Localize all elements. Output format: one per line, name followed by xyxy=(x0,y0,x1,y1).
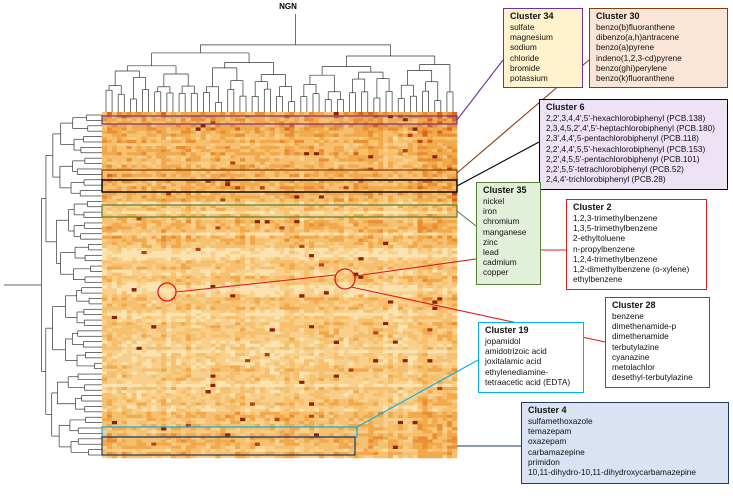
cluster-member: chromium xyxy=(483,216,520,227)
cluster-member: 2,3',4,4',5-pentachlorobiphenyl (PCB.118… xyxy=(546,133,699,144)
highlight-circle-c28 xyxy=(334,268,356,290)
cluster-member: magnesium xyxy=(510,32,553,43)
figure-title: NGN xyxy=(279,2,297,11)
cluster-member: joxitalamic acid xyxy=(485,356,542,367)
cluster-member: benzo(a)pyrene xyxy=(596,42,655,53)
cluster-title: Cluster 4 xyxy=(528,405,567,415)
cluster-title: Cluster 30 xyxy=(596,11,640,21)
cluster-member: 2,4,4'-trichlorobiphenyl (PCB.28) xyxy=(546,174,666,185)
cluster-member: jopamidol xyxy=(485,336,521,346)
cluster-member: 1,2,3-trimethylbenzene xyxy=(573,213,658,223)
row-dendrogram xyxy=(4,114,102,456)
cluster-member: benzene xyxy=(612,311,644,321)
cluster-member: dimethenamide-p xyxy=(612,321,677,332)
cluster-member: 2-ethyltoluene xyxy=(573,233,626,244)
cluster-member: 10,11-dihydro-10,11-dihydroxycarbamazepi… xyxy=(528,467,697,478)
cluster-member: benzo(k)fluoranthene xyxy=(596,73,675,84)
cluster-member: primidon xyxy=(528,456,560,467)
cluster-member: nickel xyxy=(483,196,505,206)
cluster-title: Cluster 19 xyxy=(485,325,529,335)
cluster-member: metolachlor xyxy=(612,362,655,373)
cluster-member: 2,2',4,5,5'-pentachlorobiphenyl (PCB.101… xyxy=(546,153,700,164)
cluster-title: Cluster 2 xyxy=(573,202,612,212)
cluster-member: bromide xyxy=(510,62,540,73)
cluster-title: Cluster 35 xyxy=(483,185,527,195)
cluster-member: cadmium xyxy=(483,257,517,268)
cluster-member: amidotrizoic acid xyxy=(485,346,547,357)
cluster-member: copper xyxy=(483,267,509,278)
cluster-member: 1,3,5-trimethylbenzene xyxy=(573,223,658,234)
cluster-member: 2,2',4,4',5,5'-hexachlorobiphenyl (PCB.1… xyxy=(546,143,706,154)
highlight-c4 xyxy=(101,436,356,456)
cluster-member: tetraacetic acid (EDTA) xyxy=(485,376,571,387)
heatmap xyxy=(102,112,458,459)
cluster-member: cyanazine xyxy=(612,351,650,362)
cluster-member: carbamazepine xyxy=(528,446,585,457)
cluster-member: zinc xyxy=(483,236,498,247)
cluster-member: ethylbenzene xyxy=(573,274,623,285)
leader-c35 xyxy=(456,210,477,227)
cluster-member: 2,2',3,4,4',5'-hexachlorobiphenyl (PCB.1… xyxy=(546,113,706,123)
cluster-title: Cluster 28 xyxy=(612,300,656,310)
cluster-title: Cluster 6 xyxy=(546,102,585,112)
cluster-member: sulfate xyxy=(510,22,535,32)
cluster-member: iron xyxy=(483,206,497,217)
cluster-member: temazepam xyxy=(528,426,572,437)
cluster-member: n-propylbenzene xyxy=(573,243,635,254)
leader-c34 xyxy=(456,59,504,121)
cluster-member: indeno(1,2,3-cd)pyrene xyxy=(596,52,682,63)
cluster-member: sulfamethoxazole xyxy=(528,416,593,426)
leader-c19 xyxy=(356,359,479,428)
cluster-member: 1,2,4-trimethylbenzene xyxy=(573,253,658,264)
cluster-member: terbutylazine xyxy=(612,341,660,352)
cluster-member: manganese xyxy=(483,226,527,237)
leader-c6 xyxy=(456,141,540,187)
leader-c2 xyxy=(175,274,336,293)
cluster-member: 2,2',5,5'-tetrachlorobiphenyl (PCB.52) xyxy=(546,164,684,175)
cluster-member: ethylenediamine- xyxy=(485,366,549,377)
cluster-member: benzo(ghi)perylene xyxy=(596,62,668,73)
cluster-member: 2,3,4,5,2',4',5'-heptachlorobiphenyl (PC… xyxy=(546,123,715,134)
column-dendrogram xyxy=(105,14,454,112)
cluster-member: oxazepam xyxy=(528,436,567,447)
cluster-title: Cluster 34 xyxy=(510,11,554,21)
cluster-member: dimethenamide xyxy=(612,331,669,342)
cluster-member: sodium xyxy=(510,42,537,53)
cluster-member: lead xyxy=(483,247,499,258)
cluster-member: 1,2-dimethylbenzene (o-xylene) xyxy=(573,264,690,275)
cluster-member: desethyl-terbutylazine xyxy=(612,372,693,383)
cluster-member: chloride xyxy=(510,52,540,63)
cluster-member: benzo(b)fluoranthene xyxy=(596,22,675,32)
cluster-member: potassium xyxy=(510,73,548,84)
cluster-member: dibenzo(a,h)antracene xyxy=(596,32,680,43)
